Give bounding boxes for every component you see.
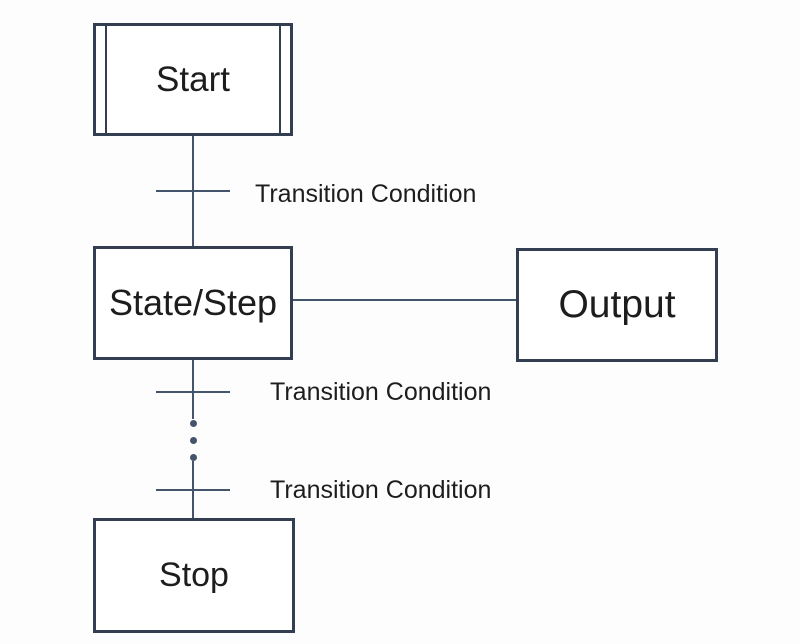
ellipsis-dot-1 xyxy=(190,420,197,427)
node-state-step: State/Step xyxy=(93,246,293,360)
connector-state-to-ellipsis xyxy=(192,360,194,419)
initial-step-inner-line-left xyxy=(105,26,107,133)
node-stop-label: Stop xyxy=(159,556,229,594)
connector-state-to-output xyxy=(293,299,516,301)
initial-step-inner-line-right xyxy=(279,26,281,133)
transition-tick-1 xyxy=(156,190,230,192)
node-output-label: Output xyxy=(558,283,676,326)
node-start: Start xyxy=(93,23,293,136)
transition-tick-2 xyxy=(156,391,230,393)
node-stop: Stop xyxy=(93,518,295,633)
ellipsis-dot-3 xyxy=(190,454,197,461)
transition-label-3: Transition Condition xyxy=(270,476,492,504)
node-output: Output xyxy=(516,248,718,362)
transition-tick-3 xyxy=(156,489,230,491)
node-start-label: Start xyxy=(156,59,230,99)
ellipsis-dot-2 xyxy=(190,437,197,444)
transition-label-2: Transition Condition xyxy=(270,378,492,406)
transition-label-1: Transition Condition xyxy=(255,180,477,208)
node-state-step-label: State/Step xyxy=(108,282,278,323)
